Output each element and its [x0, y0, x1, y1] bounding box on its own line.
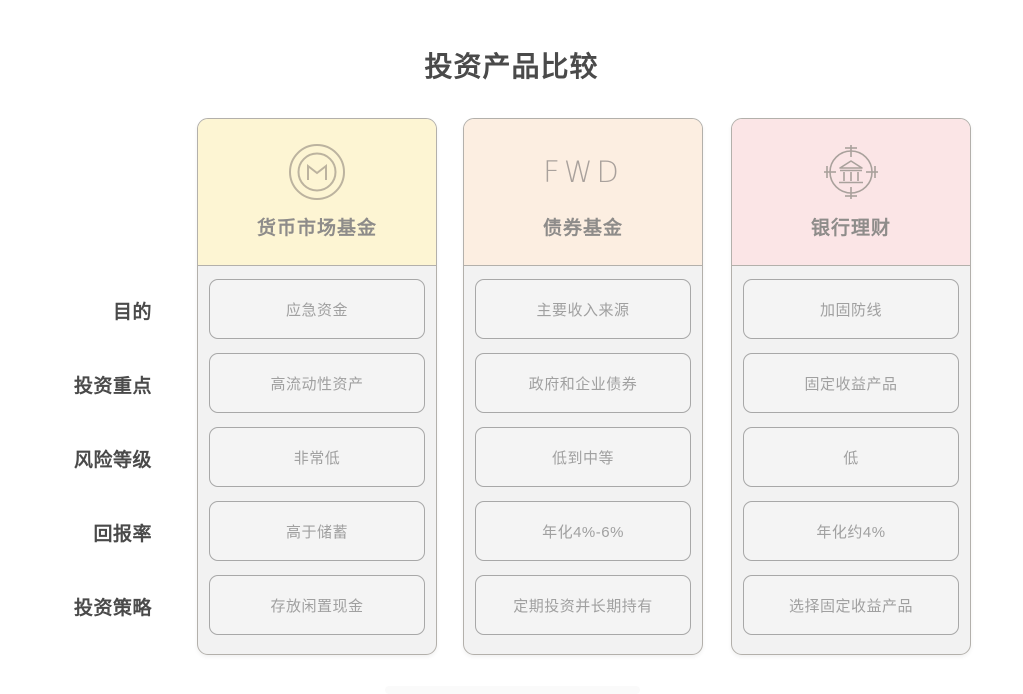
bottom-shadow-artifact — [385, 686, 640, 694]
cell-money-market-purpose[interactable]: 应急资金 — [209, 279, 425, 339]
cell-money-market-risk[interactable]: 非常低 — [209, 427, 425, 487]
cell-bank-wealth-purpose[interactable]: 加固防线 — [743, 279, 959, 339]
cell-money-market-focus[interactable]: 高流动性资产 — [209, 353, 425, 413]
cell-bond-fund-strategy[interactable]: 定期投资并长期持有 — [475, 575, 691, 635]
cell-bank-wealth-strategy[interactable]: 选择固定收益产品 — [743, 575, 959, 635]
card-header-money-market: 货币市场基金 — [198, 119, 436, 266]
row-label-column: 目的 投资重点 风险等级 回报率 投资策略 — [0, 118, 155, 658]
cell-bond-fund-risk[interactable]: 低到中等 — [475, 427, 691, 487]
card-header-bank-wealth: 银行理财 — [732, 119, 970, 266]
cell-bond-fund-focus[interactable]: 政府和企业债券 — [475, 353, 691, 413]
product-card-bank-wealth[interactable]: 银行理财 加固防线 固定收益产品 低 年化约4% 选择固定收益产品 — [731, 118, 971, 655]
row-label-investment-focus: 投资重点 — [73, 376, 152, 397]
cell-bank-wealth-risk[interactable]: 低 — [743, 427, 959, 487]
cell-money-market-return[interactable]: 高于储蓄 — [209, 501, 425, 561]
coin-m-icon — [287, 141, 347, 203]
row-label-return-rate: 回报率 — [93, 524, 152, 545]
card-header-bond-fund: FWD 债券基金 — [464, 119, 702, 266]
bank-target-icon — [820, 141, 882, 203]
cell-bond-fund-purpose[interactable]: 主要收入来源 — [475, 279, 691, 339]
card-body-bond-fund: 主要收入来源 政府和企业债券 低到中等 年化4%-6% 定期投资并长期持有 — [464, 266, 702, 635]
cell-money-market-strategy[interactable]: 存放闲置现金 — [209, 575, 425, 635]
card-body-bank-wealth: 加固防线 固定收益产品 低 年化约4% 选择固定收益产品 — [732, 266, 970, 635]
comparison-table: 目的 投资重点 风险等级 回报率 投资策略 货币市场基金 应急资金 高流动性资产… — [0, 118, 1023, 658]
cell-bank-wealth-return[interactable]: 年化约4% — [743, 501, 959, 561]
fwd-wordmark-icon: FWD — [543, 141, 623, 203]
row-label-risk-level: 风险等级 — [73, 450, 152, 471]
row-label-investment-strategy: 投资策略 — [73, 598, 152, 619]
fwd-logo-text: FWD — [543, 155, 623, 189]
product-card-money-market[interactable]: 货币市场基金 应急资金 高流动性资产 非常低 高于储蓄 存放闲置现金 — [197, 118, 437, 655]
card-body-money-market: 应急资金 高流动性资产 非常低 高于储蓄 存放闲置现金 — [198, 266, 436, 635]
page-title: 投资产品比较 — [424, 51, 599, 82]
card-title-money-market: 货币市场基金 — [256, 218, 377, 239]
cell-bond-fund-return[interactable]: 年化4%-6% — [475, 501, 691, 561]
card-title-bank-wealth: 银行理财 — [810, 218, 891, 239]
row-label-purpose: 目的 — [112, 302, 152, 323]
product-card-bond-fund[interactable]: FWD 债券基金 主要收入来源 政府和企业债券 低到中等 年化4%-6% 定期投… — [463, 118, 703, 655]
cell-bank-wealth-focus[interactable]: 固定收益产品 — [743, 353, 959, 413]
card-title-bond-fund: 债券基金 — [542, 218, 623, 239]
